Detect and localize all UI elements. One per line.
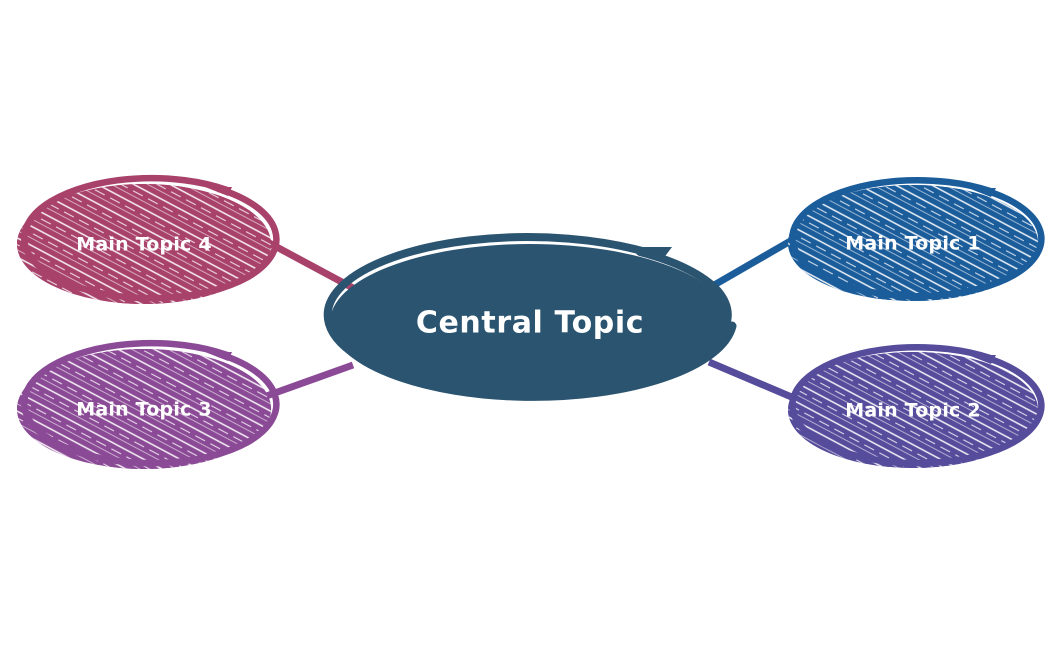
node-topic-4[interactable]: Main Topic 4 <box>10 174 285 310</box>
topic-3-label: Main Topic 3 <box>76 399 211 421</box>
node-topic-1[interactable]: Main Topic 1 <box>782 176 1050 308</box>
topic-1-label: Main Topic 1 <box>845 233 980 255</box>
topic-4-label: Main Topic 4 <box>76 234 211 256</box>
topic-3-sketch-overshoot <box>205 352 232 361</box>
central-topic-fill <box>330 244 730 400</box>
topic-2-sketch-outline <box>789 343 1045 467</box>
central-sketch-overshoot <box>641 247 672 259</box>
node-central-topic[interactable]: Central Topic <box>323 233 737 401</box>
topic-3-sketch-outline <box>20 339 280 467</box>
topic-2-sketch-overshoot <box>968 355 996 364</box>
topic-2-label: Main Topic 2 <box>845 400 980 422</box>
topic-4-sketch-overshoot <box>205 187 232 196</box>
connector-central-to-topic-4 <box>256 233 355 292</box>
node-topic-2[interactable]: Main Topic 2 <box>782 343 1050 475</box>
topic-1-sketch-outline <box>789 176 1045 300</box>
topic-1-sketch-overshoot <box>968 188 996 197</box>
connector-central-to-topic-2 <box>707 358 803 405</box>
central-topic-label: Central Topic <box>416 306 644 341</box>
node-topic-3[interactable]: Main Topic 3 <box>10 339 285 475</box>
central-sketch-outline <box>323 233 732 398</box>
topic-4-sketch-outline <box>20 174 280 302</box>
